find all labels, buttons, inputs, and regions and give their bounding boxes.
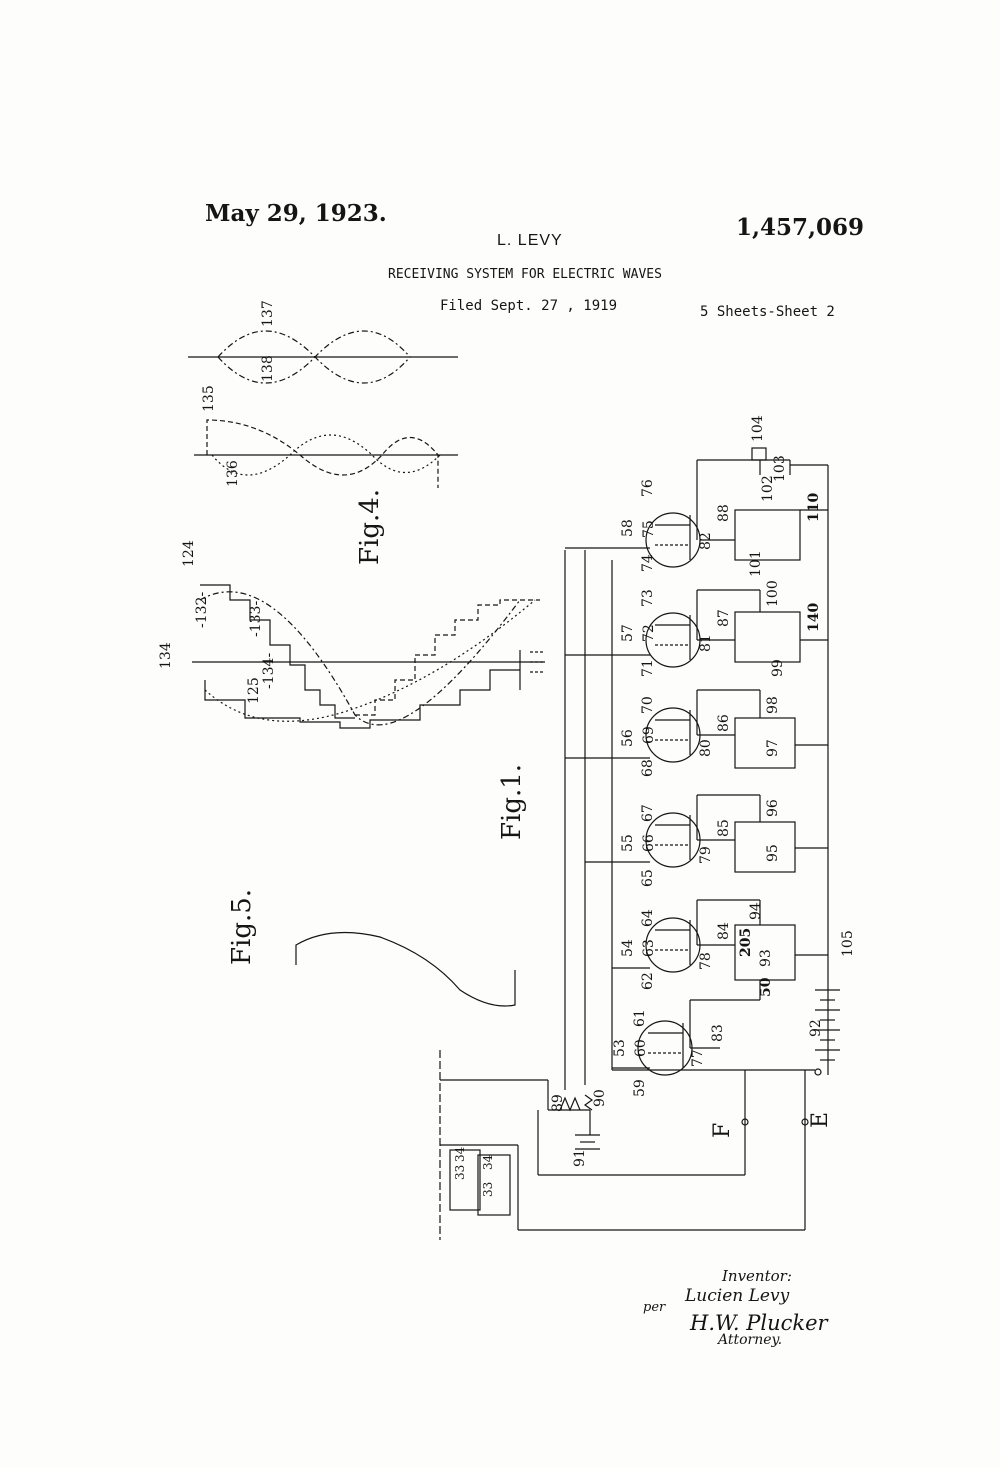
label-80: 80 <box>698 739 714 757</box>
label-79: 79 <box>698 846 714 864</box>
label-E: E <box>808 1112 833 1128</box>
label-84: 84 <box>716 922 732 940</box>
label-33: 33 <box>453 1165 467 1180</box>
label-55: 55 <box>620 834 636 852</box>
fig4-phase-wave <box>194 419 458 488</box>
label-92: 92 <box>808 1019 824 1037</box>
fig5-wave <box>295 931 516 1007</box>
attorney-signature: H.W. Plucker <box>690 1311 828 1335</box>
fig1a-caption: Fig.1. <box>497 764 527 840</box>
label-50: 50 <box>758 977 774 997</box>
label-78: 78 <box>698 952 714 970</box>
label-133: -133- <box>248 601 264 637</box>
label-60: 60 <box>633 1039 649 1057</box>
label-33b: 33 <box>481 1182 495 1197</box>
label-70: 70 <box>640 696 656 714</box>
label-56: 56 <box>620 729 636 747</box>
patent-date: May 29, 1923. <box>205 200 387 227</box>
label-71: 71 <box>640 659 656 677</box>
label-67: 67 <box>640 804 656 822</box>
inventor-signature: Lucien Levy <box>685 1286 790 1306</box>
label-82: 82 <box>698 532 714 550</box>
label-54: 54 <box>620 939 636 957</box>
label-61: 61 <box>632 1009 648 1027</box>
label-75: 75 <box>641 520 657 538</box>
label-34b: 34 <box>481 1154 495 1170</box>
label-135: 135 <box>201 385 217 412</box>
fig5-staircase-wave <box>192 584 545 729</box>
label-88: 88 <box>716 504 732 522</box>
label-140: 140 <box>806 603 822 632</box>
label-96: 96 <box>765 799 781 817</box>
label-57: 57 <box>620 624 636 642</box>
label-136: 136 <box>225 460 241 487</box>
label-138: 138 <box>260 355 276 382</box>
per-label: per <box>643 1300 666 1315</box>
label-87: 87 <box>716 609 732 627</box>
patent-number: 1,457,069 <box>736 214 865 241</box>
label-72: 72 <box>641 624 657 642</box>
sheet-number: 5 Sheets-Sheet 2 <box>700 304 835 320</box>
label-91: 91 <box>572 1149 588 1167</box>
label-69: 69 <box>641 726 657 744</box>
label-89: 89 <box>550 1094 566 1112</box>
inventor-name: L. LEVY <box>497 232 563 249</box>
label-100: 100 <box>765 580 781 607</box>
label-134b: -134- <box>261 653 277 689</box>
label-101: 101 <box>748 550 764 577</box>
filing-date: Filed Sept. 27 , 1919 <box>440 298 618 314</box>
attorney-label: Attorney. <box>718 1332 783 1348</box>
label-104: 104 <box>750 415 766 442</box>
label-132: -132- <box>194 592 210 628</box>
patent-title: RECEIVING SYSTEM FOR ELECTRIC WAVES <box>388 267 662 282</box>
label-77: 77 <box>690 1049 706 1067</box>
label-93: 93 <box>758 949 774 967</box>
label-85: 85 <box>716 819 732 837</box>
label-86: 86 <box>716 714 732 732</box>
label-205: 205 <box>738 928 754 957</box>
label-73: 73 <box>640 589 656 607</box>
battery-92 <box>814 989 840 1076</box>
label-64: 64 <box>640 909 656 927</box>
label-124: 124 <box>181 540 197 567</box>
label-53: 53 <box>612 1039 628 1057</box>
label-65: 65 <box>640 869 656 887</box>
label-62: 62 <box>640 972 656 990</box>
label-105: 105 <box>840 930 856 957</box>
fig4-envelope-wave <box>188 330 458 384</box>
label-68: 68 <box>640 759 656 777</box>
label-83: 83 <box>710 1024 726 1042</box>
label-66: 66 <box>641 834 657 852</box>
fig4-caption: Fig.4. <box>355 489 385 565</box>
label-97: 97 <box>765 739 781 757</box>
tube-stages <box>565 447 828 1076</box>
label-34: 34 <box>453 1146 467 1162</box>
label-103: 103 <box>772 455 788 482</box>
label-110: 110 <box>806 493 822 522</box>
label-125: 125 <box>246 677 262 704</box>
label-134a: 134 <box>158 642 174 669</box>
reference-numerals: 137 138 135 136 124 -132- -133- -134- 13… <box>158 300 856 1197</box>
label-95: 95 <box>765 844 781 862</box>
label-99: 99 <box>770 659 786 677</box>
label-94: 94 <box>748 902 764 920</box>
inventor-label: Inventor: <box>722 1267 792 1285</box>
label-102: 102 <box>760 475 776 502</box>
label-F: F <box>710 1123 735 1138</box>
label-76: 76 <box>640 479 656 497</box>
label-90: 90 <box>592 1089 608 1107</box>
label-59: 59 <box>632 1079 648 1097</box>
label-137: 137 <box>260 300 276 327</box>
label-74: 74 <box>640 554 656 572</box>
fig5-caption: Fig.5. <box>227 889 257 965</box>
label-81: 81 <box>698 634 714 652</box>
label-58: 58 <box>620 519 636 537</box>
label-63: 63 <box>641 939 657 957</box>
circuit-diagram <box>439 447 840 1240</box>
label-98: 98 <box>765 696 781 714</box>
